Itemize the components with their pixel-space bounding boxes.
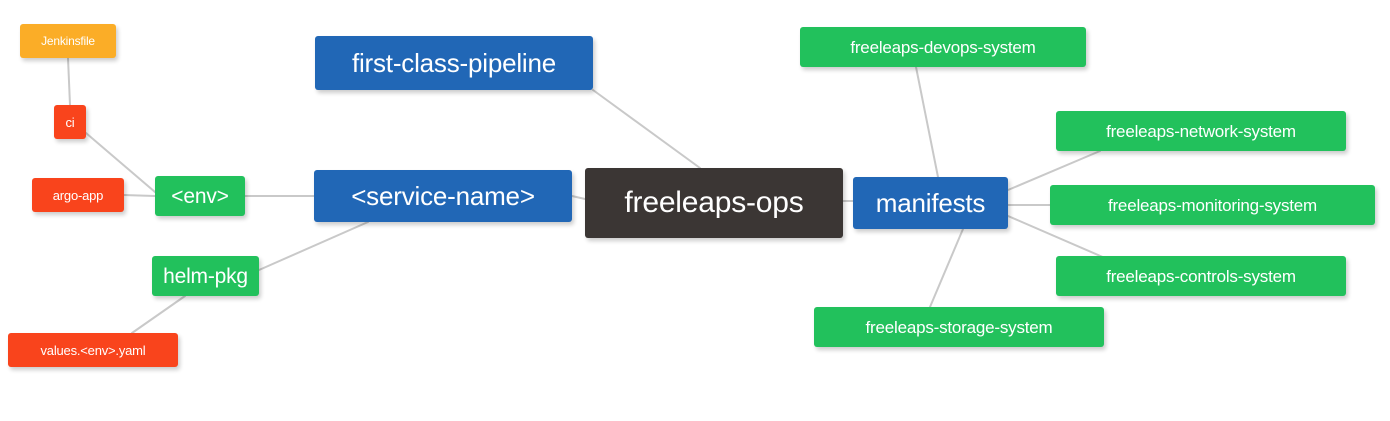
edge-jenkinsfile-to-ci <box>67 57 71 106</box>
mindmap-node-storage[interactable]: freeleaps-storage-system <box>814 307 1104 347</box>
mindmap-node-controls[interactable]: freeleaps-controls-system <box>1056 256 1346 296</box>
edge-service-name-to-freeleaps-ops <box>571 195 586 200</box>
mindmap-node-monitoring[interactable]: freeleaps-monitoring-system <box>1050 185 1375 225</box>
node-label: values.<env>.yaml <box>40 342 146 358</box>
mindmap-node-devops[interactable]: freeleaps-devops-system <box>800 27 1086 67</box>
node-label: first-class-pipeline <box>351 48 557 78</box>
mindmap-node-first-class[interactable]: first-class-pipeline <box>315 36 593 90</box>
node-label: freeleaps-storage-system <box>865 317 1053 337</box>
mindmap-node-jenkinsfile[interactable]: Jenkinsfile <box>20 24 116 58</box>
node-label: freeleaps-monitoring-system <box>1107 195 1318 215</box>
mindmap-node-values-yaml[interactable]: values.<env>.yaml <box>8 333 178 367</box>
mindmap-node-service-name[interactable]: <service-name> <box>314 170 572 222</box>
node-label: argo-app <box>52 187 104 203</box>
node-label: freeleaps-ops <box>624 186 804 219</box>
edge-manifests-to-devops <box>915 66 939 178</box>
node-label: helm-pkg <box>163 264 248 288</box>
node-label: <service-name> <box>351 181 535 211</box>
mindmap-node-env[interactable]: <env> <box>155 176 245 216</box>
edge-helm-pkg-to-values-yaml <box>131 295 186 334</box>
node-label: ci <box>65 114 75 130</box>
mindmap-node-argo-app[interactable]: argo-app <box>32 178 124 212</box>
mindmap-node-helm-pkg[interactable]: helm-pkg <box>152 256 259 296</box>
mindmap-node-network[interactable]: freeleaps-network-system <box>1056 111 1346 151</box>
edge-service-name-to-helm-pkg <box>258 221 369 271</box>
mindmap-node-manifests[interactable]: manifests <box>853 177 1008 229</box>
edge-manifests-to-storage <box>929 228 964 308</box>
edge-argo-app-to-env <box>123 194 156 197</box>
mindmap-node-freeleaps-ops[interactable]: freeleaps-ops <box>585 168 843 238</box>
node-label: manifests <box>875 188 986 218</box>
edge-first-class-to-freeleaps-ops <box>592 89 701 169</box>
node-label: Jenkinsfile <box>41 34 95 48</box>
mindmap-node-ci[interactable]: ci <box>54 105 86 139</box>
node-label: freeleaps-devops-system <box>850 37 1036 57</box>
node-label: <env> <box>171 184 229 208</box>
node-label: freeleaps-controls-system <box>1106 266 1296 286</box>
node-label: freeleaps-network-system <box>1106 121 1296 141</box>
